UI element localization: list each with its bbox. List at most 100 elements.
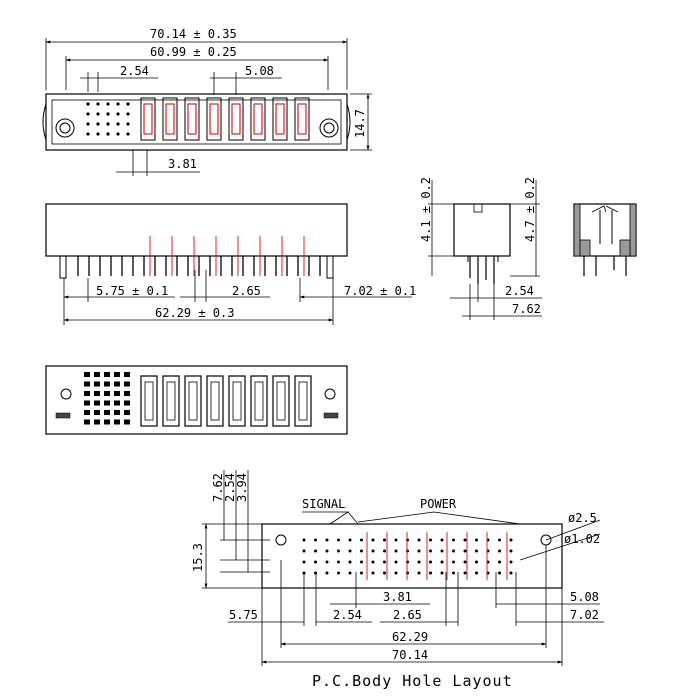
bottom-signal-contact: [104, 372, 110, 377]
bottom-signal-contact: [104, 419, 110, 425]
dim-pin-span: 62.29 ± 0.3: [155, 306, 234, 320]
contact-hole: [509, 560, 513, 564]
dim-power-pitch: 5.08: [245, 64, 274, 78]
contact-hole: [463, 571, 467, 575]
contact-hole: [440, 538, 444, 542]
signal-contact: [86, 102, 90, 106]
contact-hole: [394, 560, 398, 564]
layout-dim-7-02: 7.02: [570, 608, 599, 622]
signal-contacts: [86, 102, 130, 136]
contact-hole: [371, 560, 375, 564]
contact-hole: [302, 560, 306, 564]
contact-hole: [394, 571, 398, 575]
bottom-signal-contact: [114, 419, 120, 425]
contact-hole-dia: ø1.02: [564, 532, 600, 546]
contact-hole: [325, 549, 329, 553]
dim-inner-width: 60.99 ± 0.25: [150, 45, 237, 59]
power-slot: [272, 97, 288, 141]
contact-hole: [475, 560, 478, 564]
contact-hole: [360, 560, 363, 564]
contact-hole: [440, 549, 444, 553]
power-contact: [253, 103, 263, 135]
contact-hole: [383, 571, 386, 575]
bottom-signal-contact: [104, 391, 110, 396]
bottom-power-slot: [232, 381, 242, 421]
hole-layout: SIGNAL POWER ø2.5 ø1.02 15.3 7.62 2.54 3…: [191, 470, 604, 690]
bottom-signal-contact: [104, 410, 110, 415]
signal-contact: [96, 112, 100, 116]
contact-hole: [383, 560, 386, 564]
mount-hole-dia: ø2.5: [568, 511, 597, 525]
signal-contact: [126, 102, 130, 106]
bottom-signal-contact: [84, 381, 90, 387]
bottom-power-slot: [210, 381, 220, 421]
contact-hole: [394, 538, 398, 542]
contact-hole: [314, 538, 317, 542]
contact-hole: [475, 538, 478, 542]
front-pins: [77, 236, 321, 276]
contact-hole: [475, 571, 478, 575]
bottom-signal-contact: [84, 400, 90, 406]
contact-hole: [337, 571, 340, 575]
layout-dim-70-14: 70.14: [392, 648, 428, 662]
dim-row-pitch: 2.54: [223, 473, 237, 502]
dim-row-spacing: 7.62: [211, 473, 225, 502]
signal-contact: [116, 122, 120, 126]
contact-hole: [371, 549, 375, 553]
contact-hole: [509, 549, 513, 553]
contact-hole: [360, 538, 363, 542]
bottom-signal-contact: [94, 381, 100, 387]
bottom-power-window: [250, 375, 268, 427]
contact-hole: [509, 571, 513, 575]
contact-hole: [302, 549, 306, 553]
power-slot: [184, 97, 200, 141]
power-contact: [143, 103, 153, 135]
signal-contact: [106, 122, 110, 126]
dim-offset-left: 5.75 ± 0.1: [96, 284, 168, 298]
bottom-signal-contact: [124, 381, 130, 387]
contact-hole: [429, 549, 432, 553]
dim-height-left: 4.1 ± 0.2: [419, 177, 433, 242]
contact-hole: [417, 560, 421, 564]
dim-height-right: 4.7 ± 0.2: [523, 177, 537, 242]
contact-hole: [475, 549, 478, 553]
power-slot: [140, 97, 156, 141]
bottom-signal-contact: [114, 410, 120, 415]
dim-overall-width: 70.14 ± 0.35: [150, 27, 237, 41]
contact-hole: [452, 549, 455, 553]
bottom-power-window: [162, 375, 180, 427]
bottom-power-window: [272, 375, 290, 427]
signal-contact: [106, 112, 110, 116]
top-view: 70.14 ± 0.35 60.99 ± 0.25 2.54 5.08 14.7: [42, 27, 372, 176]
layout-dim-5-75: 5.75: [229, 608, 258, 622]
bottom-power-slot: [144, 381, 154, 421]
dim-overall-height: 15.3: [191, 543, 205, 572]
bottom-signal-contact: [94, 410, 100, 415]
bottom-power-window: [228, 375, 246, 427]
section-view: [573, 203, 637, 276]
bottom-signal-contact: [124, 410, 130, 415]
power-contacts: [140, 97, 310, 141]
bottom-signal-contact: [84, 410, 90, 415]
dim-offset-right: 7.02 ± 0.1: [344, 284, 416, 298]
power-contact: [187, 103, 197, 135]
power-contact: [231, 103, 241, 135]
contact-hole: [360, 571, 363, 575]
contact-hole: [463, 538, 467, 542]
signal-contact: [96, 102, 100, 106]
signal-contact: [106, 132, 110, 136]
contact-hole: [498, 571, 501, 575]
bottom-signal-contact: [94, 419, 100, 425]
contact-hole: [417, 549, 421, 553]
power-slot: [250, 97, 266, 141]
signal-contact: [116, 112, 120, 116]
contact-hole: [325, 571, 329, 575]
contact-hole: [314, 571, 317, 575]
bottom-signal-contact: [114, 372, 120, 377]
power-slot: [162, 97, 178, 141]
contact-hole: [348, 560, 352, 564]
contact-hole: [383, 549, 386, 553]
bottom-power-window: [294, 375, 312, 427]
